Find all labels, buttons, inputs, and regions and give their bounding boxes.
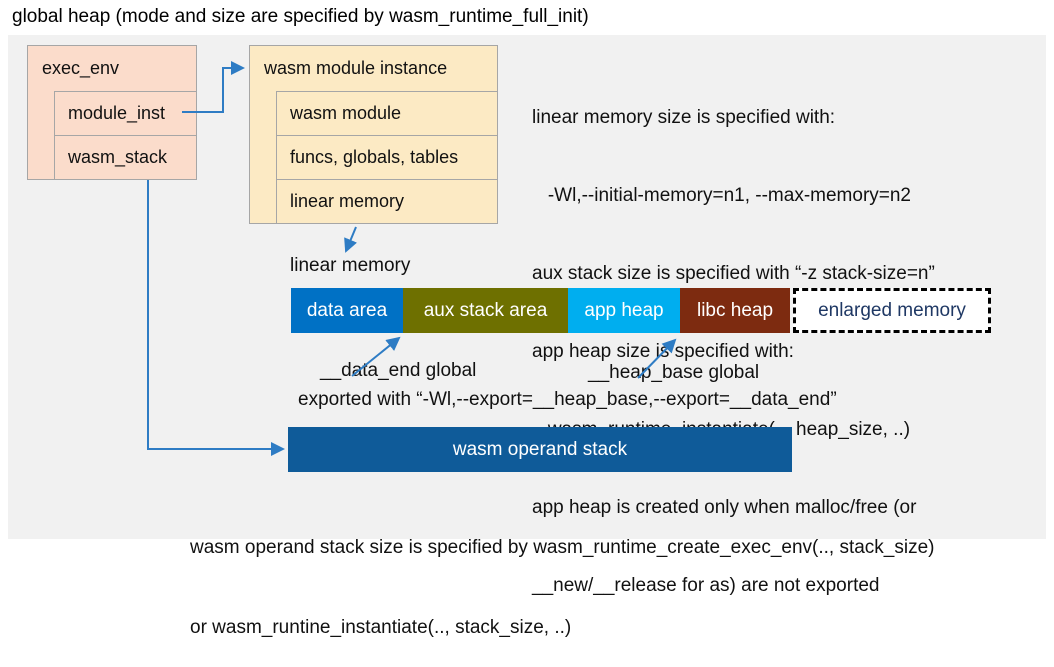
note-line: app heap size is specified with: <box>532 341 794 362</box>
annotation-data-end: __data_end global <box>320 360 477 381</box>
memory-bar: data area aux stack area app heap libc h… <box>291 288 991 333</box>
annotation-exported: exported with “-Wl,--export=__heap_base,… <box>298 389 837 410</box>
row-funcs-globals-tables: funcs, globals, tables <box>277 135 497 179</box>
exec-env-row-module-inst: module_inst <box>55 91 196 135</box>
note-line: app heap is created only when malloc/fre… <box>532 497 917 518</box>
note-line: or wasm_runtine_instantiate(.., stack_si… <box>190 617 572 638</box>
segment-enlarged-memory: enlarged memory <box>793 288 991 333</box>
segment-aux-stack-area: aux stack area <box>403 288 568 333</box>
note-line: aux stack size is specified with “-z sta… <box>532 263 935 284</box>
page-title: global heap (mode and size are specified… <box>12 6 589 27</box>
linear-memory-label: linear memory <box>290 255 411 276</box>
exec-env-rows: module_inst wasm_stack <box>54 91 196 179</box>
annotation-heap-base: __heap_base global <box>588 362 760 383</box>
operand-stack-bar: wasm operand stack <box>288 427 792 472</box>
note-line: linear memory size is specified with: <box>532 107 836 128</box>
exec-env-box: exec_env module_inst wasm_stack <box>27 45 197 180</box>
note-line: wasm operand stack size is specified by … <box>190 537 935 558</box>
module-instance-box: wasm module instance wasm module funcs, … <box>249 45 498 224</box>
notes-bottom: wasm operand stack size is specified by … <box>190 480 935 667</box>
segment-data-area: data area <box>291 288 403 333</box>
exec-env-header: exec_env <box>42 58 120 78</box>
module-instance-rows: wasm module funcs, globals, tables linea… <box>276 91 497 223</box>
segment-app-heap: app heap <box>568 288 680 333</box>
row-linear-memory: linear memory <box>277 179 497 223</box>
segment-libc-heap: libc heap <box>680 288 790 333</box>
row-wasm-module: wasm module <box>277 91 497 135</box>
note-line: -Wl,--initial-memory=n1, --max-memory=n2 <box>532 185 911 206</box>
exec-env-row-wasm-stack: wasm_stack <box>55 135 196 179</box>
module-instance-header: wasm module instance <box>264 58 448 78</box>
